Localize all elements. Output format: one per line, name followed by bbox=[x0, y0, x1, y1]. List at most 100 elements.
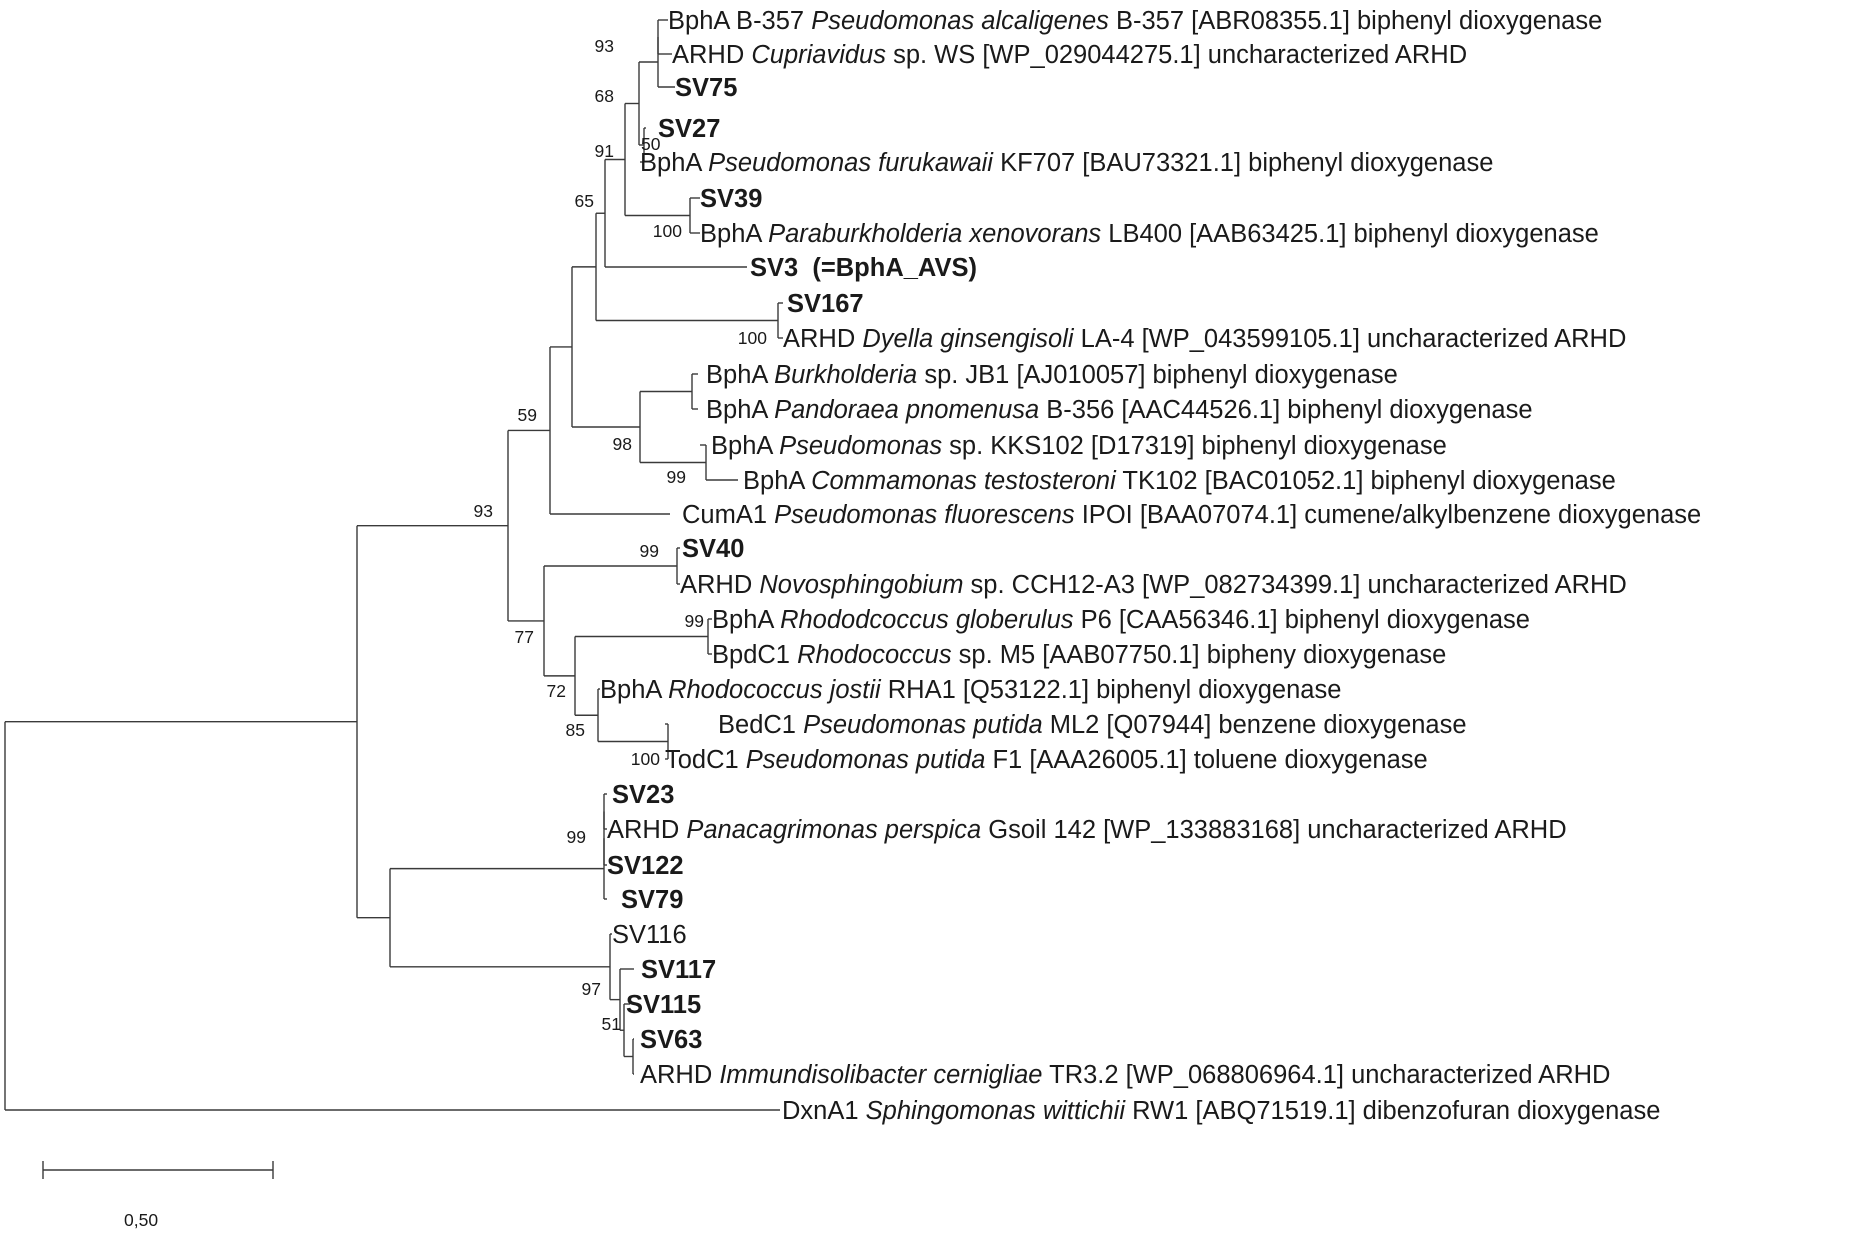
leaf-label: SV79 bbox=[621, 886, 683, 914]
leaf-taxon-name: Panacagrimonas perspica bbox=[686, 816, 981, 844]
leaf-label-text: BphA bbox=[743, 467, 811, 495]
leaf-label: SV63 bbox=[640, 1026, 702, 1054]
leaf-taxon-name: Pandoraea pnomenusa bbox=[774, 396, 1039, 424]
bootstrap-value: 93 bbox=[595, 36, 614, 56]
leaf-label-text: ARHD bbox=[607, 816, 686, 844]
leaf-label-text: BphA bbox=[706, 361, 774, 389]
leaf-label: DxnA1 Sphingomonas wittichii RW1 [ABQ715… bbox=[782, 1097, 1660, 1125]
leaf-label: BphA Rhododcoccus globerulus P6 [CAA5634… bbox=[712, 606, 1530, 634]
leaf-label-text: BphA bbox=[600, 676, 668, 704]
leaf-label: ARHD Cupriavidus sp. WS [WP_029044275.1]… bbox=[672, 41, 1467, 69]
leaf-label-text: BphA bbox=[706, 396, 774, 424]
leaf-label-text: BphA bbox=[700, 220, 768, 248]
leaf-label-text: SV27 bbox=[658, 115, 720, 143]
leaf-label-text: SV117 bbox=[641, 956, 716, 984]
leaf-taxon-name: Paraburkholderia xenovorans bbox=[768, 220, 1101, 248]
leaf-label-text: RHA1 [Q53122.1] biphenyl dioxygenase bbox=[881, 676, 1342, 704]
leaf-taxon-name: Pseudomonas furukawaii bbox=[708, 149, 994, 177]
scale-bar: 0,50 bbox=[42, 1161, 274, 1230]
leaf-label: BphA Paraburkholderia xenovorans LB400 [… bbox=[700, 220, 1599, 248]
leaf-label-text: sp. WS [WP_029044275.1] uncharacterized … bbox=[886, 41, 1467, 69]
bootstrap-value: 98 bbox=[613, 434, 632, 454]
leaf-label-text: sp. M5 [AAB07750.1] bipheny dioxygenase bbox=[952, 641, 1447, 669]
bootstrap-value: 99 bbox=[640, 541, 659, 561]
leaf-label-text: ARHD bbox=[680, 571, 759, 599]
leaf-label-text: SV122 bbox=[607, 852, 684, 880]
leaf-label-text: TK102 [BAC01052.1] biphenyl dioxygenase bbox=[1116, 467, 1616, 495]
leaf-labels: BphA B-357 Pseudomonas alcaligenes B-357… bbox=[600, 7, 1701, 1125]
bootstrap-value: 100 bbox=[738, 328, 767, 348]
leaf-label: SV115 bbox=[626, 991, 701, 1019]
leaf-label-text: BphA bbox=[712, 606, 780, 634]
leaf-label-text: F1 [AAA26005.1] toluene dioxygenase bbox=[985, 746, 1427, 774]
leaf-label-text: SV115 bbox=[626, 991, 701, 1019]
leaf-label: BphA Burkholderia sp. JB1 [AJ010057] bip… bbox=[706, 361, 1398, 389]
leaf-taxon-name: Commamonas testosteroni bbox=[811, 467, 1117, 495]
leaf-label-text: SV79 bbox=[621, 886, 683, 914]
bootstrap-value: 65 bbox=[575, 191, 594, 211]
leaf-label: BedC1 Pseudomonas putida ML2 [Q07944] be… bbox=[718, 711, 1467, 739]
leaf-label: TodC1 Pseudomonas putida F1 [AAA26005.1]… bbox=[665, 746, 1428, 774]
bootstrap-values: 9368509110065100599899939977997285100999… bbox=[474, 36, 768, 1034]
leaf-label: SV39 bbox=[700, 185, 762, 213]
leaf-taxon-name: Rhodococcus jostii bbox=[668, 676, 882, 704]
leaf-label: SV117 bbox=[641, 956, 716, 984]
leaf-taxon-name: Pseudomonas alcaligenes bbox=[811, 7, 1109, 35]
leaf-label-text: sp. KKS102 [D17319] biphenyl dioxygenase bbox=[942, 432, 1447, 460]
bootstrap-value: 85 bbox=[566, 720, 585, 740]
leaf-label: BphA Pseudomonas furukawaii KF707 [BAU73… bbox=[640, 149, 1493, 177]
leaf-label-text: SV39 bbox=[700, 185, 762, 213]
leaf-label: BpdC1 Rhodococcus sp. M5 [AAB07750.1] bi… bbox=[712, 641, 1446, 669]
bootstrap-value: 99 bbox=[685, 611, 704, 631]
leaf-label-text: TR3.2 [WP_068806964.1] uncharacterized A… bbox=[1043, 1061, 1611, 1089]
leaf-label: SV167 bbox=[787, 290, 864, 318]
leaf-label-text: LA-4 [WP_043599105.1] uncharacterized AR… bbox=[1074, 325, 1627, 353]
leaf-label-text: RW1 [ABQ71519.1] dibenzofuran dioxygenas… bbox=[1125, 1097, 1660, 1125]
bootstrap-value: 72 bbox=[547, 681, 566, 701]
leaf-label-text: KF707 [BAU73321.1] biphenyl dioxygenase bbox=[993, 149, 1493, 177]
leaf-label-text: SV75 bbox=[675, 74, 737, 102]
leaf-taxon-name: Pseudomonas putida bbox=[803, 711, 1043, 739]
leaf-label: SV122 bbox=[607, 852, 684, 880]
bootstrap-value: 93 bbox=[474, 501, 493, 521]
bootstrap-value: 91 bbox=[595, 141, 614, 161]
leaf-label: SV40 bbox=[682, 535, 744, 563]
bootstrap-value: 68 bbox=[595, 86, 614, 106]
leaf-label: BphA Commamonas testosteroni TK102 [BAC0… bbox=[743, 467, 1616, 495]
leaf-taxon-name: Sphingomonas wittichii bbox=[866, 1097, 1127, 1125]
leaf-label-text: B-356 [AAC44526.1] biphenyl dioxygenase bbox=[1039, 396, 1532, 424]
leaf-label: BphA Pseudomonas sp. KKS102 [D17319] bip… bbox=[711, 432, 1447, 460]
leaf-label: SV116 bbox=[612, 921, 687, 949]
leaf-label: SV75 bbox=[675, 74, 737, 102]
leaf-label-text: SV63 bbox=[640, 1026, 702, 1054]
bootstrap-value: 99 bbox=[667, 467, 686, 487]
leaf-label-text: SV116 bbox=[612, 921, 687, 949]
leaf-label-text: SV3 (=BphA_AVS) bbox=[750, 254, 977, 282]
bootstrap-value: 50 bbox=[641, 134, 661, 154]
leaf-taxon-name: Rhodococcus bbox=[797, 641, 952, 669]
bootstrap-value: 100 bbox=[653, 221, 682, 241]
leaf-label: ARHD Panacagrimonas perspica Gsoil 142 [… bbox=[607, 816, 1567, 844]
bootstrap-value: 97 bbox=[582, 979, 601, 999]
leaf-label: ARHD Immundisolibacter cernigliae TR3.2 … bbox=[640, 1061, 1610, 1089]
bootstrap-value: 77 bbox=[515, 627, 534, 647]
leaf-label-text: SV23 bbox=[612, 781, 674, 809]
leaf-label: BphA Rhodococcus jostii RHA1 [Q53122.1] … bbox=[600, 676, 1341, 704]
scale-bar-label: 0,50 bbox=[124, 1210, 158, 1230]
leaf-label-text: ARHD bbox=[672, 41, 751, 69]
bootstrap-value: 51 bbox=[602, 1014, 621, 1034]
leaf-label-text: ARHD bbox=[640, 1061, 719, 1089]
leaf-label-text: BphA bbox=[640, 149, 708, 177]
leaf-taxon-name: Pseudomonas putida bbox=[746, 746, 986, 774]
leaf-label-text: CumA1 bbox=[682, 501, 774, 529]
leaf-label: SV23 bbox=[612, 781, 674, 809]
leaf-label-text: SV167 bbox=[787, 290, 864, 318]
leaf-label-text: sp. JB1 [AJ010057] biphenyl dioxygenase bbox=[917, 361, 1398, 389]
leaf-label-text: BphA B-357 bbox=[668, 7, 811, 35]
leaf-label: ARHD Dyella ginsengisoli LA-4 [WP_043599… bbox=[783, 325, 1626, 353]
leaf-label: ARHD Novosphingobium sp. CCH12-A3 [WP_08… bbox=[680, 571, 1627, 599]
leaf-label-text: sp. CCH12-A3 [WP_082734399.1] uncharacte… bbox=[963, 571, 1626, 599]
tree-branches bbox=[4, 19, 783, 1111]
bootstrap-value: 100 bbox=[631, 749, 660, 769]
bootstrap-value: 59 bbox=[518, 405, 537, 425]
